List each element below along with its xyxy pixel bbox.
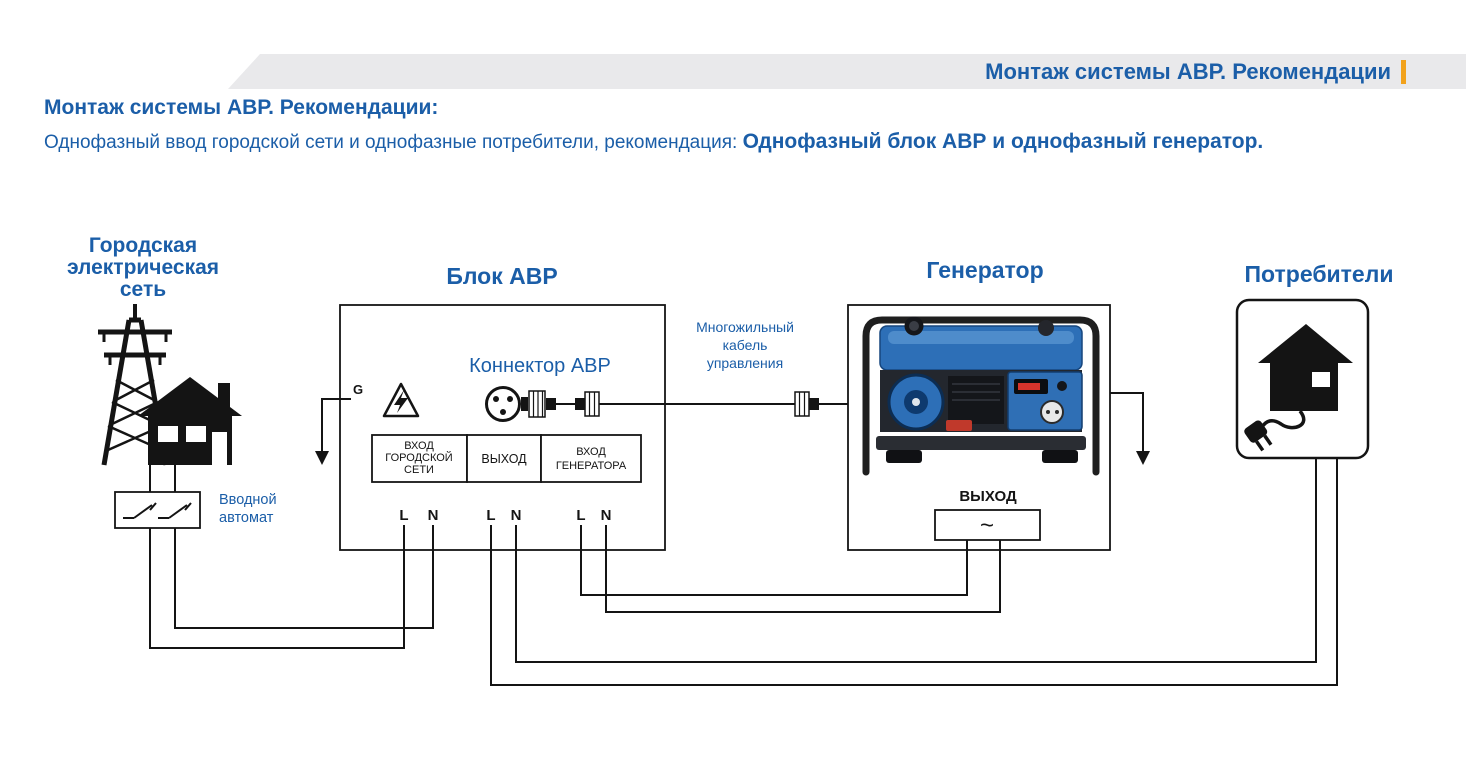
generator-connector-icon [794,391,848,417]
terminal-l-output: L [486,507,495,524]
wire-generator-l [580,525,968,596]
generator-ac-symbol: ~ [980,512,994,539]
input-breaker-label-line2: автомат [219,510,274,526]
control-cable-line3: управления [707,355,783,371]
generator-output-label: ВЫХОД [959,488,1017,505]
avr-input-gen-line2: ГЕНЕРАТОРА [556,460,627,472]
input-breaker-group: Вводной автомат [114,465,277,529]
avr-input-generator-box [540,434,642,483]
avr-input-city-box [371,434,468,483]
city-house-icon [138,377,242,465]
generator-output-box [934,509,1041,541]
terminal-l-city: L [399,507,408,524]
control-cable-line2: кабель [723,337,768,353]
input-breaker-box [114,491,201,529]
generator-illustration [862,316,1100,476]
intro-block: Монтаж системы АВР. Рекомендации: Однофа… [44,96,1389,157]
generator-group: Генератор [847,257,1150,551]
header-ribbon: Монтаж системы АВР. Рекомендации [228,54,1466,89]
intro-paragraph: Однофазный ввод городской сети и однофаз… [44,127,1389,157]
avr-input-gen-line1: ВХОД [576,446,606,458]
city-network-label-line3: сеть [120,278,166,301]
ground-terminal-label: G [353,382,363,397]
city-network-group: Городская электрическая сеть [67,234,242,466]
breaker-symbol-icon [123,502,192,519]
wiring-diagram: Городская электрическая сеть [67,234,1394,686]
terminal-n-city: N [428,507,439,524]
avr-input-city-line1: ВХОД [404,440,434,452]
avr-connector-label: Коннектор АВР [469,355,611,377]
wire-city-n [174,525,434,629]
avr-block-group: Блок АВР G Коннектор АВР [315,263,848,551]
ribbon-accent-bar [1401,59,1406,84]
intro-text-bold: Однофазный блок АВР и однофазный генерат… [742,130,1264,153]
terminal-n-output: N [511,507,522,524]
consumers-title: Потребители [1245,261,1394,287]
avr-output-label: ВЫХОД [481,452,527,466]
input-breaker-label-line1: Вводной [219,492,277,508]
avr-input-city-line2: ГОРОДСКОЙ [385,451,452,464]
ground-arrow-left-icon [315,398,351,465]
generator-title: Генератор [926,257,1043,283]
avr-output-box [466,434,542,483]
page-title: Монтаж системы АВР. Рекомендации: [44,96,439,119]
avr-input-city-line3: СЕТИ [404,464,434,476]
terminal-l-generator: L [576,507,585,524]
terminal-n-generator: N [601,507,612,524]
city-network-label-line2: электрическая [67,256,219,279]
wire-output-l [490,458,1338,686]
intro-text-regular: Однофазный ввод городской сети и однофаз… [44,132,743,153]
ground-arrow-right-icon [1110,392,1150,465]
control-cable-line1: Многожильный [696,319,794,335]
wiring [149,458,1338,686]
wire-output-n [515,458,1317,663]
consumers-group: Потребители [1235,261,1394,460]
consumers-house-icon [1244,324,1353,452]
avr-block-box [339,304,666,551]
control-cable-label: Многожильный кабель управления [696,319,794,371]
avr-block-title: Блок АВР [446,263,557,289]
wire-city-l [149,525,405,649]
high-voltage-warning-icon [382,382,420,418]
city-network-label-line1: Городская [89,234,197,257]
wire-generator-n [605,525,1001,613]
ribbon-title: Монтаж системы АВР. Рекомендации [985,58,1391,84]
